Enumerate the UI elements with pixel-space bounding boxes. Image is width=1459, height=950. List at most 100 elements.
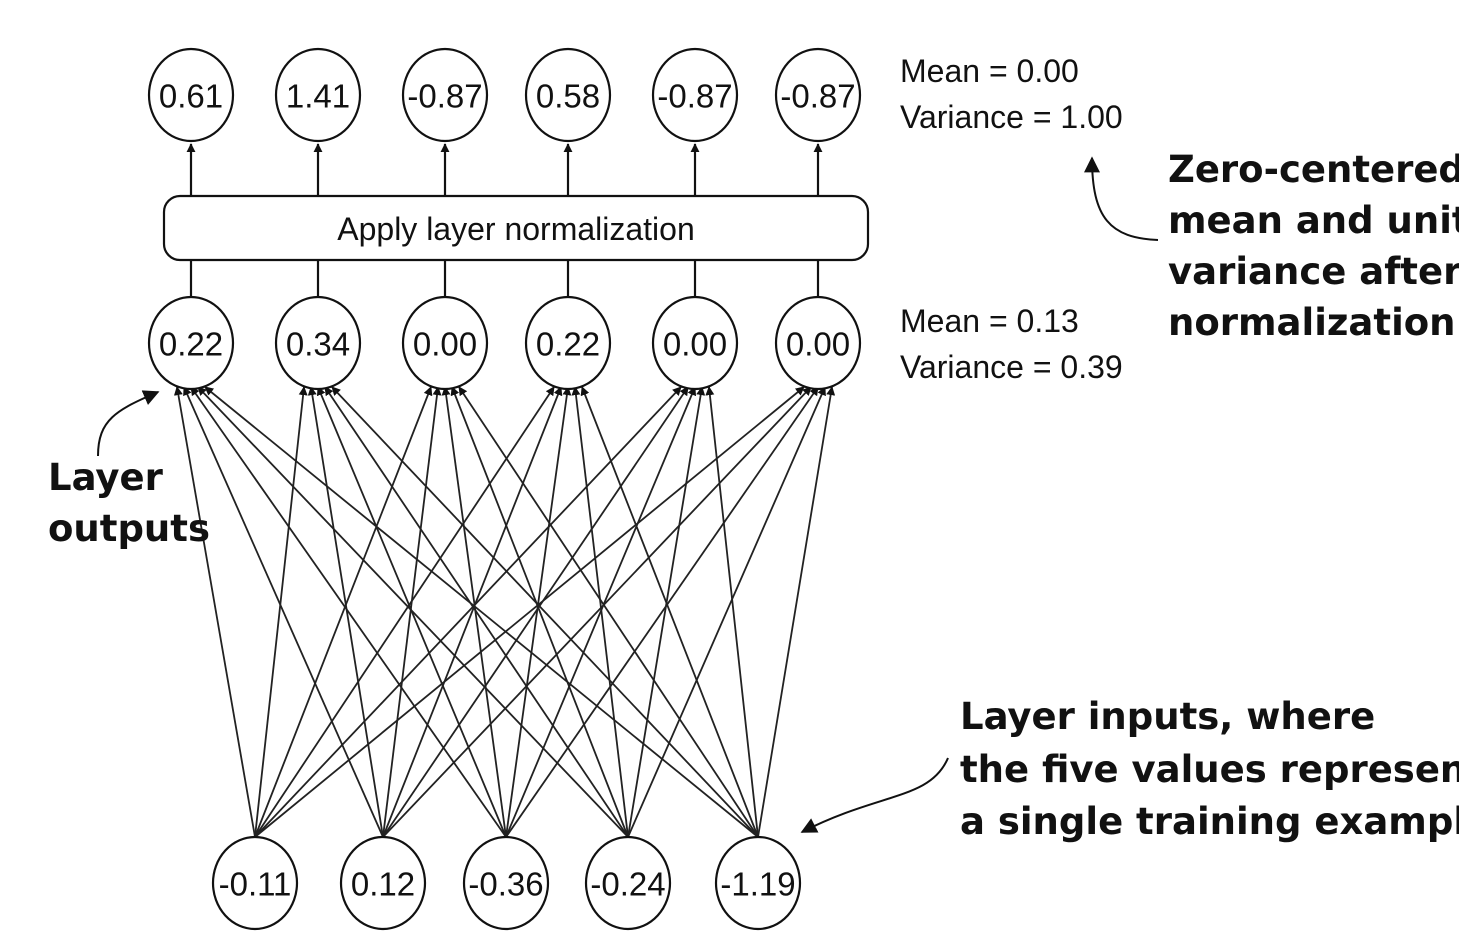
input-node-2: -0.36 — [462, 835, 550, 931]
layer-inputs-line-2: the five values represent — [960, 748, 1459, 791]
normalized-node-circle — [524, 47, 612, 143]
layer-norm-box: Apply layer normalization — [162, 194, 870, 262]
output-node-circle — [774, 295, 862, 391]
layer-inputs-line-1: Layer inputs, where — [960, 695, 1375, 738]
output-node-1: 0.34 — [274, 295, 362, 391]
edge-in1-out0 — [183, 386, 384, 838]
edge-in3-out1 — [324, 386, 629, 838]
normalized-node-value: -0.87 — [780, 78, 855, 115]
output-node-4: 0.00 — [651, 295, 739, 391]
input-node-0: -0.11 — [211, 835, 299, 931]
edge-in4-out3 — [580, 386, 759, 838]
normalized-node-value: -0.87 — [407, 78, 482, 115]
layer-outputs-line-1: Layer — [48, 456, 164, 499]
input-layer: -0.11 0.12 -0.36 -0.24 -1.19 — [211, 835, 802, 931]
edge-in0-out4 — [254, 386, 682, 838]
normalized-node-value: 0.61 — [159, 78, 223, 115]
edge-in4-out0 — [204, 386, 759, 838]
output-node-3: 0.22 — [524, 295, 612, 391]
edge-in3-out4 — [627, 386, 706, 838]
input-node-value: -0.11 — [219, 866, 292, 903]
edge-in4-out2 — [458, 386, 759, 838]
layer-outputs-callout: Layer outputs — [48, 390, 210, 550]
normalized-node-1: 1.41 — [274, 47, 362, 143]
normalized-layer: 0.61 1.41 -0.87 0.58 -0.87 -0.87 — [147, 47, 862, 143]
input-node-value: 0.12 — [351, 866, 415, 903]
edge-in1-out4 — [382, 386, 689, 838]
edge-in3-out3 — [571, 386, 629, 838]
input-node-value: -1.19 — [720, 866, 795, 903]
output-node-circle — [651, 295, 739, 391]
normalized-node-5: -0.87 — [774, 47, 862, 143]
output-node-5: 0.00 — [774, 295, 862, 391]
layer-inputs-line-3: a single training example — [960, 800, 1459, 843]
layer-norm-box-frame — [162, 194, 870, 262]
layer-inputs-arrow — [800, 757, 949, 833]
normalized-mean: Mean = 0.00 — [900, 53, 1079, 89]
output-node-value: 0.34 — [286, 326, 350, 363]
input-node-value: -0.24 — [590, 866, 665, 903]
normalized-node-circle — [274, 47, 362, 143]
edge-in4-out1 — [331, 386, 759, 838]
output-node-value: 0.00 — [786, 326, 850, 363]
edge-in3-out0 — [197, 386, 629, 838]
input-node-1: 0.12 — [339, 835, 427, 931]
output-node-circle — [274, 295, 362, 391]
input-node-value: -0.36 — [468, 866, 543, 903]
normalized-node-4: -0.87 — [651, 47, 739, 143]
edge-in1-out2 — [382, 386, 442, 838]
normalized-node-value: 0.58 — [536, 78, 600, 115]
input-node-circle — [211, 835, 299, 931]
input-node-3: -0.24 — [584, 835, 672, 931]
layer-inputs-callout: Layer inputs, where the five values repr… — [800, 695, 1459, 843]
zero-centered-line-2: mean and unit — [1168, 199, 1459, 242]
output-variance: Variance = 0.39 — [900, 349, 1123, 385]
edge-in3-out2 — [450, 386, 629, 838]
normalized-node-circle — [401, 47, 489, 143]
normalized-node-circle — [147, 47, 235, 143]
edge-in1-out3 — [382, 386, 563, 838]
output-layer: 0.22 0.34 0.00 0.22 0.00 0.00 — [147, 295, 862, 391]
connection-edges — [173, 386, 836, 838]
edge-in2-out3 — [505, 386, 572, 838]
normalized-node-circle — [651, 47, 739, 143]
edge-in1-out5 — [382, 386, 812, 838]
input-node-circle — [714, 835, 802, 931]
edge-in0-out5 — [254, 386, 805, 838]
input-node-circle — [462, 835, 550, 931]
edge-in4-out5 — [757, 386, 836, 838]
output-node-value: 0.00 — [413, 326, 477, 363]
layer-outputs-arrow — [97, 390, 160, 457]
normalized-node-value: 1.41 — [286, 78, 350, 115]
normalized-node-value: -0.87 — [657, 78, 732, 115]
output-node-value: 0.22 — [536, 326, 600, 363]
input-node-circle — [584, 835, 672, 931]
output-node-2: 0.00 — [401, 295, 489, 391]
output-mean: Mean = 0.13 — [900, 303, 1079, 339]
output-node-circle — [147, 295, 235, 391]
normalized-variance: Variance = 1.00 — [900, 99, 1123, 135]
layer-outputs-line-2: outputs — [48, 507, 210, 550]
zero-centered-arrow — [1084, 156, 1159, 241]
zero-centered-line-4: normalization — [1168, 301, 1456, 344]
normalized-node-0: 0.61 — [147, 47, 235, 143]
output-node-circle — [401, 295, 489, 391]
output-node-value: 0.00 — [663, 326, 727, 363]
layer-norm-box-label: Apply layer normalization — [337, 211, 695, 247]
edge-in3-out5 — [627, 386, 826, 838]
edge-in0-out0 — [173, 386, 256, 838]
normalized-stats: Mean = 0.00 Variance = 1.00 — [900, 53, 1123, 135]
edge-in0-out3 — [254, 386, 555, 838]
edge-in2-out0 — [190, 386, 507, 838]
output-node-value: 0.22 — [159, 326, 223, 363]
output-node-circle — [524, 295, 612, 391]
zero-centered-line-3: variance after — [1168, 250, 1459, 293]
output-stats: Mean = 0.13 Variance = 0.39 — [900, 303, 1123, 385]
edge-in4-out4 — [705, 386, 759, 838]
zero-centered-callout: Zero-centered mean and unit variance aft… — [1084, 148, 1459, 344]
normalization-stems — [186, 143, 823, 297]
normalized-node-circle — [774, 47, 862, 143]
input-node-4: -1.19 — [714, 835, 802, 931]
normalized-node-3: 0.58 — [524, 47, 612, 143]
